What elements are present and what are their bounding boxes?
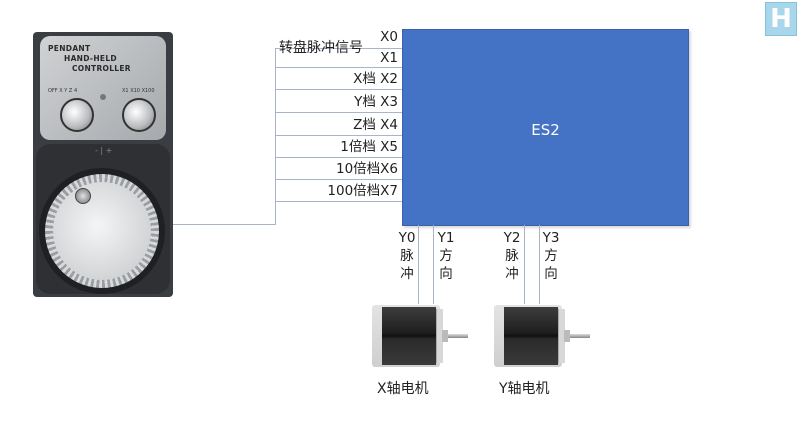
output-desc-y0-1: 脉: [400, 248, 414, 264]
x-axis-stepper-motor: [372, 305, 468, 367]
axis-knob-ticks: OFF X Y Z 4: [48, 88, 78, 94]
input-label-x3: Y档 X3: [354, 94, 398, 110]
motor-core: [504, 307, 558, 365]
motor-core: [382, 307, 436, 365]
output-label-y1: Y1 方 向: [435, 229, 457, 283]
y-axis-stepper-motor: [494, 305, 590, 367]
output-desc-y1-2: 向: [439, 266, 453, 282]
output-desc-y3-1: 方: [544, 248, 558, 264]
motor-flange: [436, 309, 443, 363]
output-line-y3: [539, 225, 540, 304]
input-label-x7: 100倍档X7: [327, 183, 398, 199]
output-pin-y1: Y1: [437, 230, 455, 246]
pendant-title-line-2: HAND-HELD: [64, 54, 117, 63]
multiplier-select-knob: [122, 98, 156, 132]
output-desc-y2-1: 脉: [505, 248, 519, 264]
wheel-marks: - | +: [95, 146, 113, 155]
output-line-y2: [524, 225, 525, 304]
output-desc-y1-1: 方: [439, 248, 453, 264]
pulse-signal-label: 转盘脉冲信号: [279, 40, 363, 56]
input-line-x4: [275, 135, 402, 136]
handwheel-pendant: PENDANT HAND-HELD CONTROLLER OFF X Y Z 4…: [33, 32, 173, 297]
input-line-x5: [275, 157, 402, 158]
pendant-cable-horizontal: [173, 224, 276, 225]
pendant-top-panel: PENDANT HAND-HELD CONTROLLER OFF X Y Z 4…: [40, 36, 166, 140]
pendant-title-line-3: CONTROLLER: [72, 64, 131, 73]
input-line-x2: [275, 89, 402, 90]
output-line-y1: [433, 225, 434, 304]
input-label-x2: X档 X2: [353, 71, 398, 87]
output-label-y2: Y2 脉 冲: [501, 229, 523, 283]
motor-collar: [564, 330, 570, 342]
output-label-y3: Y3 方 向: [540, 229, 562, 283]
output-pin-y3: Y3: [542, 230, 560, 246]
output-label-y0: Y0 脉 冲: [396, 229, 418, 283]
h-logo-icon: H: [765, 2, 797, 36]
y-axis-motor-label: Y轴电机: [499, 381, 550, 397]
input-line-x1: [275, 67, 402, 68]
input-label-x4: Z档 X4: [353, 117, 398, 133]
input-line-x0: [275, 48, 402, 49]
output-desc-y3-2: 向: [544, 266, 558, 282]
input-label-x0: X0: [380, 29, 398, 45]
motor-flange: [558, 309, 565, 363]
multiplier-knob-ticks: X1 X10 X100: [122, 88, 155, 94]
axis-select-knob: [60, 98, 94, 132]
handwheel-dial: [53, 182, 151, 280]
x-axis-motor-label: X轴电机: [377, 381, 429, 397]
input-line-x3: [275, 112, 402, 113]
input-label-x1: X1: [380, 50, 398, 66]
wheel-crank-knob: [75, 188, 91, 204]
input-label-x6: 10倍档X6: [335, 161, 398, 177]
motor-collar: [442, 330, 448, 342]
motor-shaft: [570, 334, 590, 338]
output-desc-y0-2: 冲: [400, 266, 414, 282]
es2-controller-block: ES2: [402, 29, 689, 226]
output-line-y0: [418, 225, 419, 304]
input-bus-vertical: [275, 48, 276, 225]
motor-shaft: [448, 334, 468, 338]
output-pin-y0: Y0: [398, 230, 416, 246]
input-line-x7: [275, 201, 402, 202]
pendant-title: PENDANT HAND-HELD CONTROLLER: [48, 44, 131, 74]
input-line-x6: [275, 179, 402, 180]
output-desc-y2-2: 冲: [505, 266, 519, 282]
input-label-x5: 1倍档 X5: [340, 139, 398, 155]
screw-hole: [100, 94, 106, 100]
output-pin-y2: Y2: [503, 230, 521, 246]
logo-letter: H: [770, 4, 792, 34]
es2-label: ES2: [531, 121, 560, 139]
pendant-title-line-1: PENDANT: [48, 44, 91, 53]
